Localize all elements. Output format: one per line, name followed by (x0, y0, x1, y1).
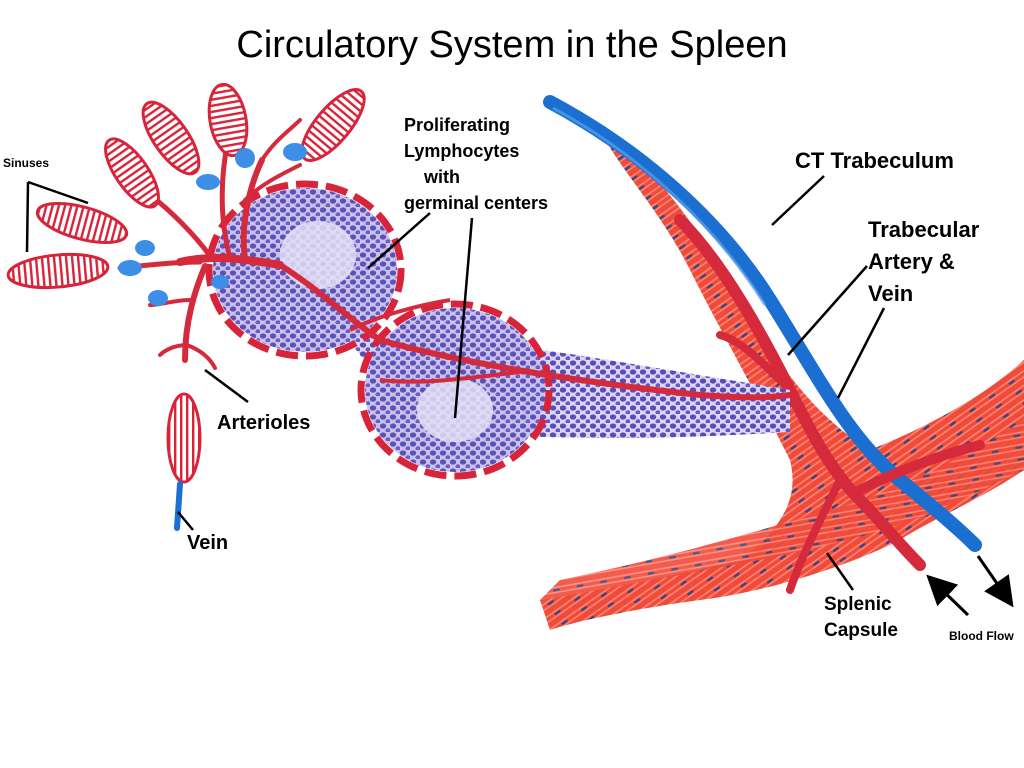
trabecular-artery (674, 214, 926, 571)
follicle-upper (205, 180, 405, 360)
label-trabecular-artery-vein: Trabecular Artery & Vein (868, 217, 980, 306)
label-blood-flow: Blood Flow (949, 629, 1014, 643)
sinus (166, 392, 202, 484)
label-splenic-capsule: Splenic Capsule (824, 594, 898, 641)
sinus (35, 201, 129, 245)
follicle-lower (357, 300, 553, 480)
sinus-vein-caps (118, 143, 307, 306)
sinus (207, 82, 249, 158)
blood-flow-arrow-up (926, 574, 970, 617)
vein-stub (174, 481, 183, 531)
trabecular-vein (543, 95, 982, 552)
sinus (141, 100, 201, 176)
sinus (300, 88, 366, 162)
sinuses-group (6, 82, 366, 484)
label-arterioles: Arterioles (217, 412, 311, 434)
sinus (6, 252, 110, 290)
blood-flow-arrow-down (976, 555, 1014, 608)
central-artery (277, 262, 793, 401)
leader-lines (25, 175, 886, 591)
label-ct-trabeculum: CT Trabeculum (795, 148, 954, 173)
label-sinuses: Sinuses (3, 156, 50, 170)
arteriole-tree (117, 118, 302, 370)
label-vein: Vein (187, 532, 229, 554)
slide-title: Circulatory System in the Spleen (236, 24, 788, 66)
sinus (104, 137, 160, 209)
label-proliferating-lymphocytes: Proliferating Lymphocytes with germinal … (404, 115, 549, 213)
